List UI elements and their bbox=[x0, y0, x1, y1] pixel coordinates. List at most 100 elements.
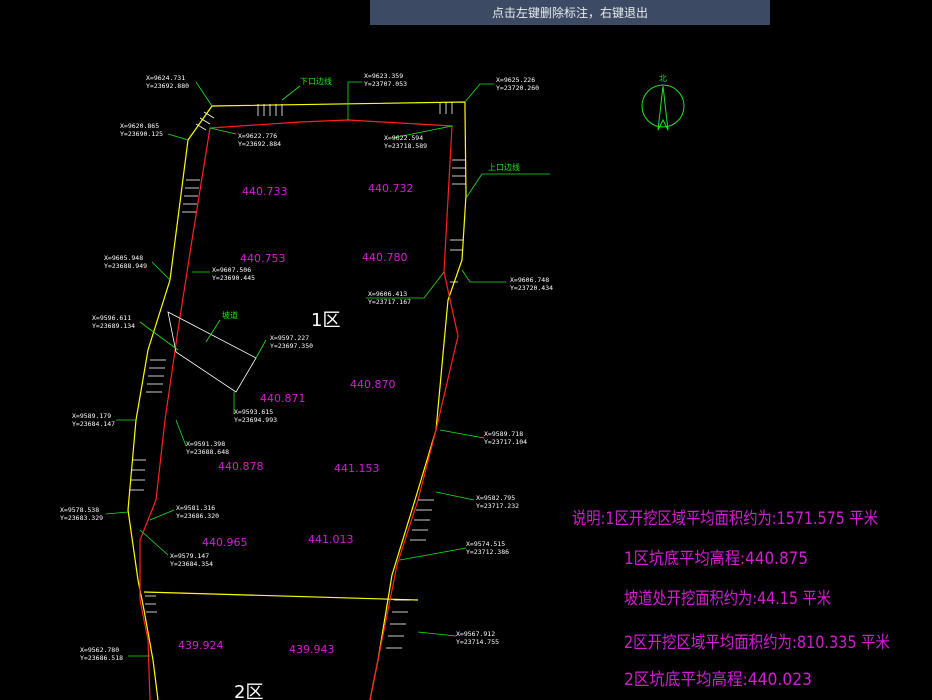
elevation-value[interactable]: 440.871 bbox=[260, 392, 306, 405]
elevation-value[interactable]: 439.924 bbox=[178, 639, 224, 652]
elevation-value[interactable]: 440.753 bbox=[240, 252, 286, 265]
svg-text:X=9597.227: X=9597.227 bbox=[270, 334, 309, 342]
svg-text:X=9589.718: X=9589.718 bbox=[484, 430, 523, 438]
svg-text:Y=23718.589: Y=23718.589 bbox=[384, 142, 427, 150]
svg-text:X=9579.147: X=9579.147 bbox=[170, 552, 209, 560]
svg-text:Y=23690.125: Y=23690.125 bbox=[120, 130, 163, 138]
upper-edge-line bbox=[211, 101, 467, 700]
svg-text:X=9622.594: X=9622.594 bbox=[384, 134, 423, 142]
svg-text:Y=23683.329: Y=23683.329 bbox=[60, 514, 103, 522]
svg-text:Y=23697.350: Y=23697.350 bbox=[270, 342, 313, 350]
elevation-value[interactable]: 440.965 bbox=[202, 536, 248, 549]
zone-1-label: 1区 bbox=[311, 310, 340, 331]
svg-text:Y=23686.518: Y=23686.518 bbox=[80, 654, 123, 662]
lower-edge-line bbox=[209, 119, 459, 700]
svg-text:X=9623.359: X=9623.359 bbox=[364, 72, 403, 80]
note-zone2-elevation: 2区坑底平均高程:440.023 bbox=[624, 670, 812, 690]
svg-text:X=9589.179: X=9589.179 bbox=[72, 412, 111, 420]
svg-text:Y=23717.167: Y=23717.167 bbox=[368, 298, 411, 306]
svg-text:Y=23720.260: Y=23720.260 bbox=[496, 84, 539, 92]
svg-text:X=9582.795: X=9582.795 bbox=[476, 494, 515, 502]
elevation-value[interactable]: 440.780 bbox=[362, 251, 408, 264]
elevation-value[interactable]: 441.153 bbox=[334, 462, 380, 475]
svg-text:X=9567.912: X=9567.912 bbox=[456, 630, 495, 638]
svg-text:Y=23694.993: Y=23694.993 bbox=[234, 416, 277, 424]
note-ramp-area: 坡道处开挖面积约为:44.15 平米 bbox=[624, 589, 831, 609]
upper-edge-label: 上口边线 bbox=[488, 162, 520, 172]
leader-lines bbox=[105, 81, 550, 657]
north-arrow: 北 bbox=[641, 74, 685, 131]
svg-text:Y=23692.880: Y=23692.880 bbox=[146, 82, 189, 90]
svg-text:X=9607.506: X=9607.506 bbox=[212, 266, 251, 274]
svg-text:X=9606.413: X=9606.413 bbox=[368, 290, 407, 298]
svg-text:X=9605.948: X=9605.948 bbox=[104, 254, 143, 262]
svg-text:X=9606.748: X=9606.748 bbox=[510, 276, 549, 284]
upper-edge-line-left bbox=[127, 105, 213, 700]
elevation-value[interactable]: 439.943 bbox=[289, 643, 335, 656]
north-label: 北 bbox=[659, 74, 667, 83]
svg-text:Y=23717.232: Y=23717.232 bbox=[476, 502, 519, 510]
svg-text:X=9591.398: X=9591.398 bbox=[186, 440, 225, 448]
svg-text:Y=23686.320: Y=23686.320 bbox=[176, 512, 219, 520]
svg-text:X=9562.780: X=9562.780 bbox=[80, 646, 119, 654]
svg-text:X=9620.865: X=9620.865 bbox=[120, 122, 159, 130]
note-zone1-elevation: 1区坑底平均高程:440.875 bbox=[624, 549, 808, 569]
svg-text:X=9593.615: X=9593.615 bbox=[234, 408, 273, 416]
svg-text:X=9581.316: X=9581.316 bbox=[176, 504, 215, 512]
lower-edge-label: 下口边线 bbox=[300, 76, 332, 86]
ramp-outline bbox=[167, 311, 257, 393]
svg-text:Y=23712.386: Y=23712.386 bbox=[466, 548, 509, 556]
svg-text:Y=23692.884: Y=23692.884 bbox=[238, 140, 281, 148]
elevation-value[interactable]: 440.732 bbox=[368, 182, 414, 195]
svg-text:Y=23717.104: Y=23717.104 bbox=[484, 438, 527, 446]
elevation-value[interactable]: 441.013 bbox=[308, 533, 354, 546]
zone-2-label: 2区 bbox=[234, 682, 263, 700]
svg-text:X=9596.611: X=9596.611 bbox=[92, 314, 131, 322]
svg-text:Y=23720.434: Y=23720.434 bbox=[510, 284, 553, 292]
svg-text:X=9622.776: X=9622.776 bbox=[238, 132, 277, 140]
svg-text:Y=23707.053: Y=23707.053 bbox=[364, 80, 407, 88]
svg-text:Y=23684.354: Y=23684.354 bbox=[170, 560, 213, 568]
svg-text:Y=23714.755: Y=23714.755 bbox=[456, 638, 499, 646]
svg-text:Y=23688.648: Y=23688.648 bbox=[186, 448, 229, 456]
svg-text:Y=23689.134: Y=23689.134 bbox=[92, 322, 135, 330]
elevation-value[interactable]: 440.733 bbox=[242, 185, 288, 198]
ramp-label: 坡道 bbox=[222, 310, 238, 320]
slope-hatching bbox=[130, 102, 466, 649]
note-zone2-area: 2区开挖区域平均面积约为:810.335 平米 bbox=[624, 633, 890, 653]
elevation-value[interactable]: 440.870 bbox=[350, 378, 396, 391]
svg-text:Y=23684.147: Y=23684.147 bbox=[72, 420, 115, 428]
svg-text:Y=23690.445: Y=23690.445 bbox=[212, 274, 255, 282]
svg-text:X=9624.731: X=9624.731 bbox=[146, 74, 185, 82]
elevation-value[interactable]: 440.878 bbox=[218, 460, 264, 473]
status-banner: 点击左键删除标注，右键退出 bbox=[370, 0, 770, 25]
lower-edge-line-left bbox=[139, 127, 211, 700]
svg-text:Y=23688.949: Y=23688.949 bbox=[104, 262, 147, 270]
note-zone1-area: 说明:1区开挖区域平均面积约为:1571.575 平米 bbox=[572, 509, 878, 529]
svg-text:X=9574.515: X=9574.515 bbox=[466, 540, 505, 548]
